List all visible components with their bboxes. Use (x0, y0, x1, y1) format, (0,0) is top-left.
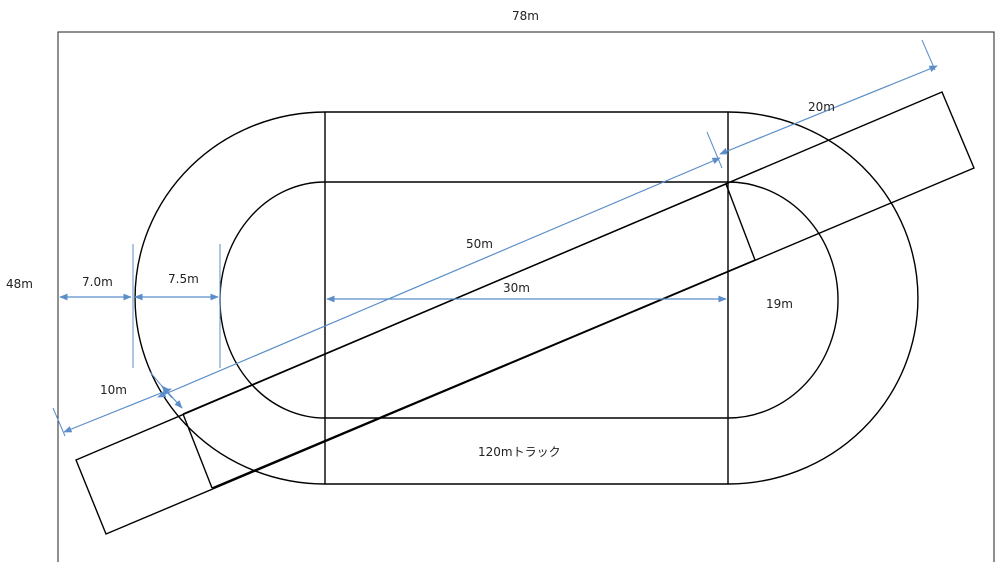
label-diagonal-extension: 20m (808, 100, 835, 114)
field-boundary (57, 31, 995, 562)
cross-line-right (725, 183, 756, 261)
outer-track (134, 111, 919, 485)
label-diagonal-length: 50m (466, 237, 493, 251)
label-lane-width: 7.5m (168, 272, 199, 286)
dim-diagonal-length (157, 157, 721, 398)
dim-strip-left (63, 388, 172, 433)
label-infield-height: 19m (766, 297, 793, 311)
inner-track (219, 181, 839, 419)
dim-strip-small (161, 385, 183, 409)
label-field-width: 78m (512, 9, 539, 23)
diagonal-strip (75, 91, 975, 535)
label-track-name: 120mトラック (478, 445, 561, 459)
label-infield-length: 30m (503, 281, 530, 295)
dim-diagonal-extension (719, 65, 938, 155)
ext-line-top-right (921, 39, 936, 71)
label-field-height: 48m (6, 277, 33, 291)
cross-line-left (182, 413, 213, 489)
label-margin-left: 7.0m (82, 275, 113, 289)
ext-line-bottom-left (52, 407, 66, 437)
label-strip-width: 10m (100, 383, 127, 397)
